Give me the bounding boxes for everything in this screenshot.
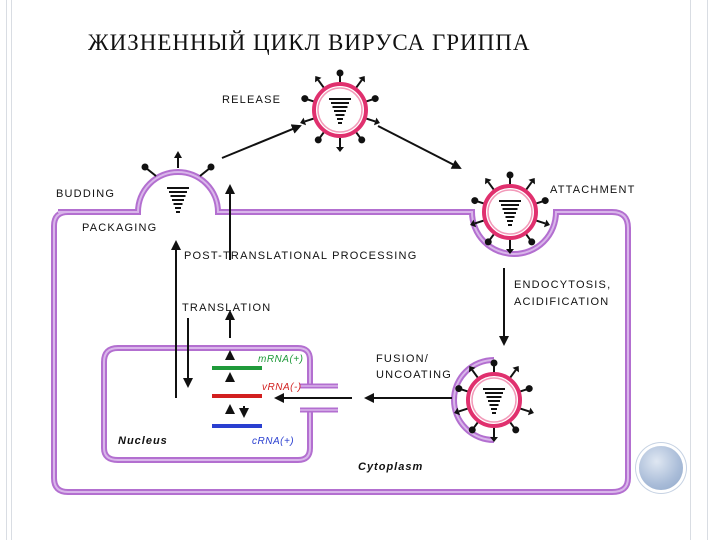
label-cytoplasm: Cytoplasm [358,461,423,473]
arrow-to-attachment [377,125,462,169]
mrna-bar [212,366,262,370]
slide-border-right [690,0,708,540]
virion-release [300,69,380,152]
label-translation: TRANSLATION [182,302,271,314]
nucleus-membrane [101,345,338,463]
label-release: RELEASE [222,94,281,106]
label-endocytosis-1: ENDOCYTOSIS, [514,279,611,291]
slide-title: ЖИЗНЕННЫЙ ЦИКЛ ВИРУСА ГРИППА [88,30,531,55]
label-fusion-2: UNCOATING [376,369,452,381]
virion-uncoating [454,359,534,442]
label-crna: cRNA(+) [252,436,294,447]
arrows [171,124,509,418]
decorative-circle [639,446,683,490]
label-packaging: PACKAGING [82,222,157,234]
endosome [451,357,495,443]
label-fusion-1: FUSION/ [376,353,429,365]
arrow-release [221,124,302,159]
budding-rnp-core [167,187,189,213]
virion-attachment [470,171,550,254]
crna-bar [212,424,262,428]
label-budding: BUDDING [56,188,115,200]
vrna-bar [212,394,262,398]
label-nucleus: Nucleus [118,435,168,447]
label-attachment: ATTACHMENT [550,184,636,196]
label-post-translational: POST-TRANSLATIONAL PROCESSING [184,250,417,262]
cell-membrane [51,169,631,495]
virion-budding [141,151,215,213]
label-mrna: mRNA(+) [258,354,303,365]
label-endocytosis-2: ACIDIFICATION [514,296,609,308]
slide-border-left [6,0,12,540]
label-vrna: vRNA(-) [262,382,302,393]
